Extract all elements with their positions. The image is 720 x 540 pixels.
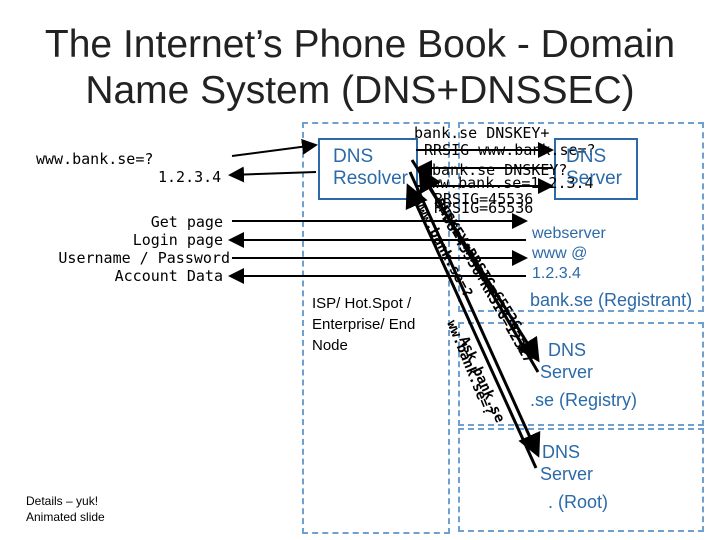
page-title: The Internet’s Phone Book - Domain Name … bbox=[44, 23, 676, 112]
isp-label-3: Node bbox=[312, 337, 348, 354]
registry-label-2: Server bbox=[540, 362, 594, 382]
isp-label-1: ISP/ Hot.Spot / bbox=[312, 295, 412, 312]
registrant-label: bank.se (Registrant) bbox=[530, 290, 693, 310]
note-line-1: Details – yuk! bbox=[26, 494, 99, 508]
msg-dnskey-query: bank.se DNSKEY? bbox=[432, 161, 568, 179]
webserver-label-2: www @ bbox=[532, 245, 588, 262]
webserver-label-1: webserver bbox=[532, 225, 606, 242]
bank-dns-box bbox=[554, 138, 638, 200]
bank-box bbox=[458, 122, 704, 312]
resolver-label-1: DNS bbox=[333, 146, 374, 167]
step-account-data: Account Data bbox=[114, 267, 223, 285]
step-login-page: Login page bbox=[132, 231, 223, 249]
step-get-page: Get page bbox=[150, 213, 223, 231]
webserver-label-3: 1.2.3.4 bbox=[532, 265, 581, 282]
isp-box bbox=[302, 122, 450, 534]
root-box bbox=[458, 428, 704, 532]
msg-rrsig-tag2: RRSIG=65536 bbox=[434, 199, 534, 217]
bank-dns-label-2: Server bbox=[566, 168, 622, 189]
registry-box bbox=[458, 322, 704, 426]
step-username-password: Username / Password bbox=[58, 249, 230, 267]
msg-rrsig-tag1: RRSIG=45536 bbox=[434, 190, 534, 208]
arrow-resolver-root-2 bbox=[405, 183, 538, 469]
isp-label-2: Enterprise/ End bbox=[312, 316, 416, 333]
root-label-3: . (Root) bbox=[548, 492, 609, 512]
note-line-2: Animated slide bbox=[26, 510, 105, 524]
msg-rrsig-query: RRSIG www.bank.se=? bbox=[424, 141, 596, 159]
arrow-resolver-root-1 bbox=[408, 171, 541, 458]
bank-dns-label-1: DNS bbox=[566, 146, 607, 167]
registry-label-3: .se (Registry) bbox=[530, 390, 638, 410]
msg-dnskey-rrsig: bank.se DNSKEY+ bbox=[414, 124, 550, 142]
msg-answer: www.bank.se=1.2.3.4 bbox=[422, 174, 594, 192]
client-query: www.bank.se=? bbox=[36, 150, 154, 168]
root-label-2: Server bbox=[540, 464, 594, 484]
root-label-1: DNS bbox=[542, 442, 581, 462]
resolver-label-2: Resolver bbox=[333, 168, 408, 189]
arrow-answer bbox=[228, 166, 317, 183]
client-answer: 1.2.3.4 bbox=[158, 168, 222, 186]
arrow-query bbox=[231, 138, 318, 157]
arrow-resolver-registry-2 bbox=[418, 167, 540, 373]
registry-label-1: DNS bbox=[548, 340, 587, 360]
